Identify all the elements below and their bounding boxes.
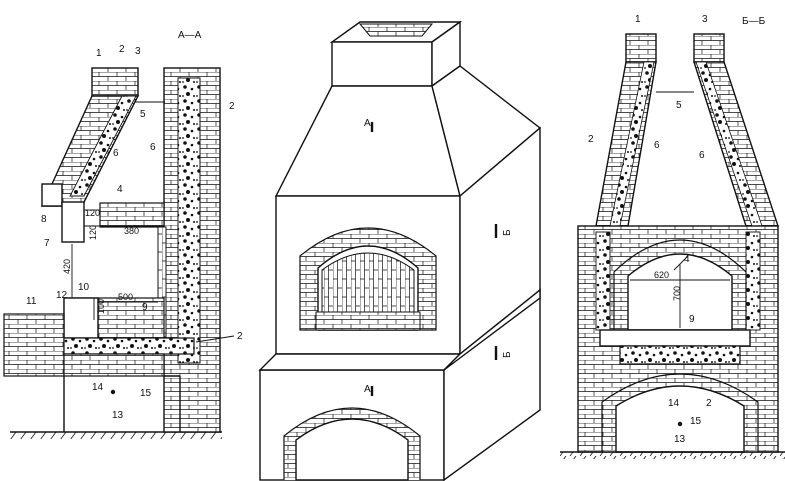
callout-9: 9	[142, 302, 148, 313]
callout-12: 12	[56, 290, 68, 301]
callout-r3: 3	[702, 14, 708, 25]
dim-380: 380	[124, 226, 139, 236]
hood-front	[274, 85, 461, 197]
dim-700: 700	[672, 286, 682, 301]
callout-13: 13	[112, 410, 124, 421]
callout-8: 8	[41, 214, 47, 225]
flue-box	[41, 183, 63, 207]
base-top	[258, 353, 462, 371]
gravel-slab-left	[63, 337, 195, 355]
callout-r1: 1	[635, 14, 641, 25]
dim-420: 420	[62, 259, 72, 274]
chimney-front	[331, 41, 433, 87]
firebox-lintel	[99, 202, 165, 228]
callout-r6b: 6	[699, 150, 705, 161]
firebox-interior	[321, 252, 415, 313]
callout-5: 5	[140, 109, 146, 120]
lower-opening-b	[615, 385, 745, 453]
callout-r4: 4	[684, 254, 690, 265]
callout-r2: 2	[588, 134, 594, 145]
callout-10: 10	[78, 282, 90, 293]
cut-marker-a-top: А	[364, 118, 371, 129]
chimney-cap-left	[91, 67, 139, 97]
section-b-b: Б—Б 1 3 5 2 6 6 4 620 700 9 14 2 15 13	[560, 14, 785, 459]
callout-6b: 6	[150, 142, 156, 153]
dim-100: 100	[96, 299, 106, 314]
insul-left-vertical	[595, 231, 611, 331]
insul-right-vertical	[745, 231, 761, 331]
point-15-right	[677, 421, 683, 427]
hearth-front-block	[63, 297, 99, 339]
callout-r6a: 6	[654, 140, 660, 151]
perspective-view: А А Б Б	[258, 20, 542, 481]
callout-r15: 15	[690, 416, 702, 427]
gravel-slab-b	[619, 345, 741, 365]
stack-left	[625, 33, 657, 63]
callout-r2b: 2	[706, 398, 712, 409]
ground-hatch-left	[10, 432, 222, 439]
callout-r9: 9	[689, 314, 695, 325]
callout-r14: 14	[668, 398, 680, 409]
cut-marker-b-top: Б	[502, 229, 513, 236]
flue-insulation-left	[69, 95, 137, 197]
callout-r13: 13	[674, 434, 686, 445]
callout-2b: 2	[229, 101, 235, 112]
ground-hatch-right	[560, 452, 785, 459]
section-title-left: А—А	[178, 30, 202, 41]
callout-11: 11	[26, 296, 37, 307]
grate-ledge	[315, 311, 421, 331]
callout-3: 3	[135, 46, 141, 57]
point-15-left	[110, 389, 116, 395]
side-bench	[3, 313, 65, 377]
callout-15: 15	[140, 388, 152, 399]
callout-14: 14	[92, 382, 104, 393]
cellar-outline	[63, 375, 181, 432]
flue-opening	[358, 23, 434, 37]
cellar-opening	[295, 418, 409, 481]
callout-r5: 5	[676, 100, 682, 111]
foundation-left	[63, 353, 165, 377]
cut-marker-a-bottom: А	[364, 384, 371, 395]
callout-2: 2	[119, 44, 125, 55]
stack-right	[693, 33, 725, 63]
callout-4: 4	[117, 184, 123, 195]
callout-2c: 2	[237, 331, 243, 342]
base-ledge	[443, 288, 541, 371]
insulation-fill-vertical	[177, 77, 201, 364]
section-title-right: Б—Б	[742, 16, 766, 27]
dim-620: 620	[654, 270, 669, 280]
callout-1: 1	[96, 48, 102, 59]
cut-marker-b-bottom: Б	[502, 351, 513, 358]
section-a-a: А—А 1 2 3 5 2 6 6 4 8 7 120 120 380 420 …	[3, 30, 243, 439]
dim-500: 500	[118, 292, 133, 302]
dim-120b: 120	[88, 225, 98, 240]
dim-120a: 120	[85, 208, 100, 218]
hearth-b	[599, 329, 751, 347]
damper-block	[61, 201, 85, 243]
callout-6: 6	[113, 148, 119, 159]
callout-7: 7	[44, 238, 50, 249]
